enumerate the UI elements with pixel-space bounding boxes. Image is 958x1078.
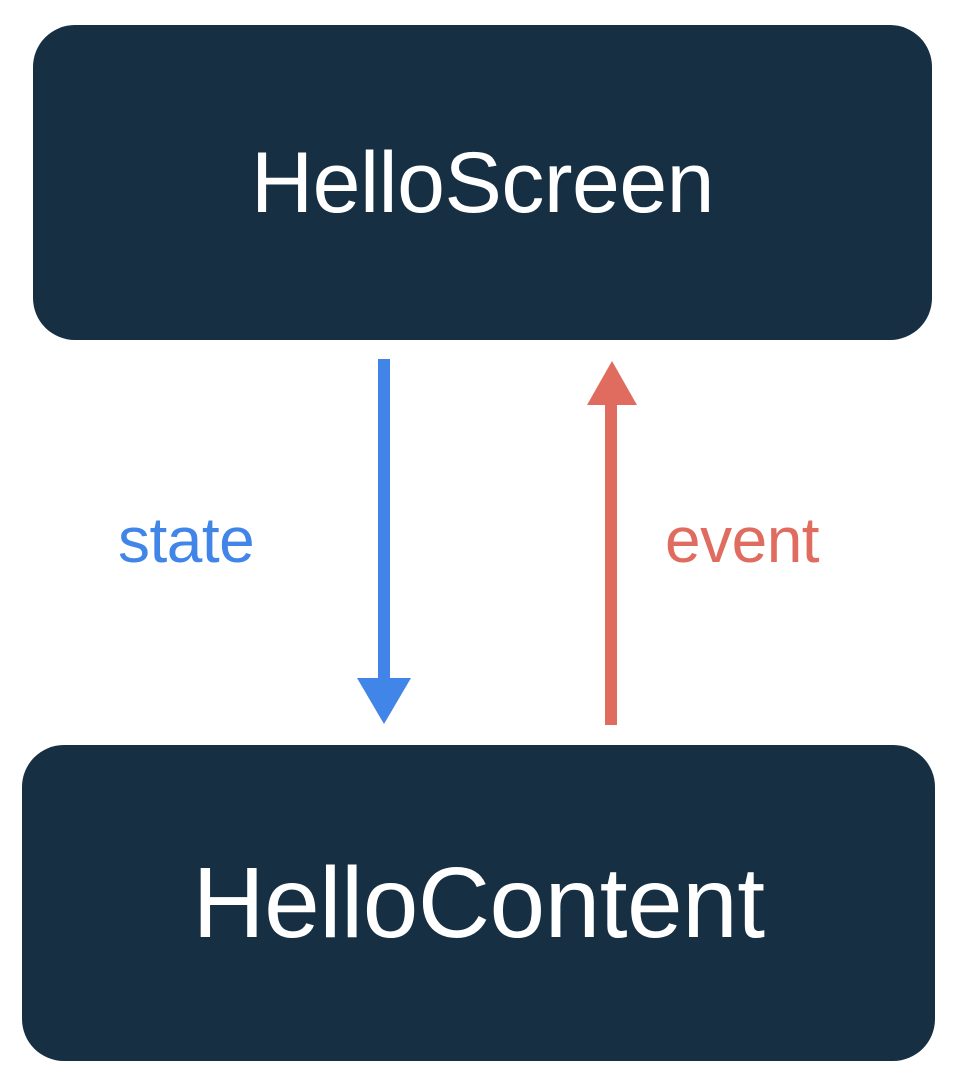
state-arrow-icon	[357, 359, 411, 724]
edge-label-state: state	[118, 504, 255, 576]
node-hello-screen-label: HelloScreen	[251, 134, 714, 231]
edge-label-event: event	[665, 504, 820, 576]
event-arrow-icon	[587, 361, 637, 725]
node-hello-screen[interactable]: HelloScreen	[33, 25, 932, 340]
node-hello-content-label: HelloContent	[192, 847, 765, 959]
node-hello-content[interactable]: HelloContent	[22, 745, 935, 1061]
